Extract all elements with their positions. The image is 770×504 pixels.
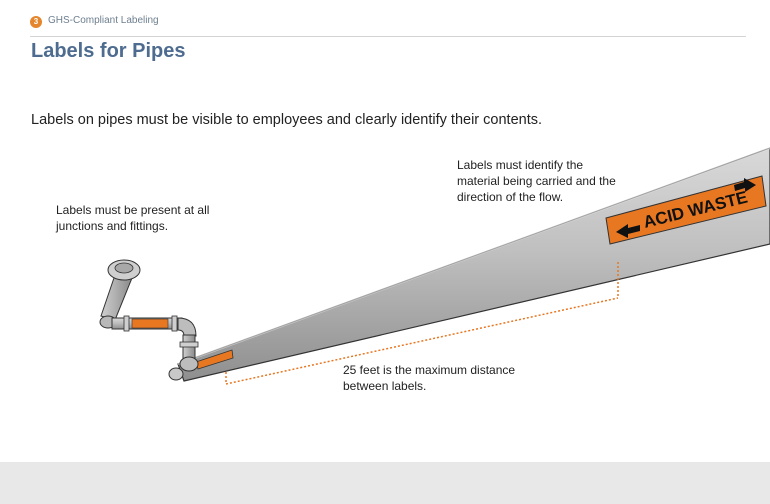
step-badge: 3 <box>30 16 42 28</box>
horizontal-pipe <box>111 315 197 337</box>
arrow-right-icon <box>734 178 756 192</box>
distance-marker <box>225 262 619 385</box>
small-label-upper <box>131 318 169 329</box>
footer-bar <box>0 462 770 504</box>
callout-flow: Labels must identify the material being … <box>457 158 616 204</box>
page-title: Labels for Pipes <box>31 40 186 62</box>
arrow-left-icon <box>616 224 640 238</box>
module-title: GHS-Compliant Labeling <box>48 15 159 26</box>
intro-text: Labels on pipes must be visible to emplo… <box>31 112 543 128</box>
end-cap <box>168 367 184 381</box>
riser-pipe <box>99 259 141 329</box>
callout-distance: 25 feet is the maximum distance between … <box>343 363 516 393</box>
callout-junctions: Labels must be present at all junctions … <box>56 203 210 233</box>
down-pipe <box>168 334 199 381</box>
header-bar: 3 GHS-Compliant Labeling <box>30 14 746 37</box>
